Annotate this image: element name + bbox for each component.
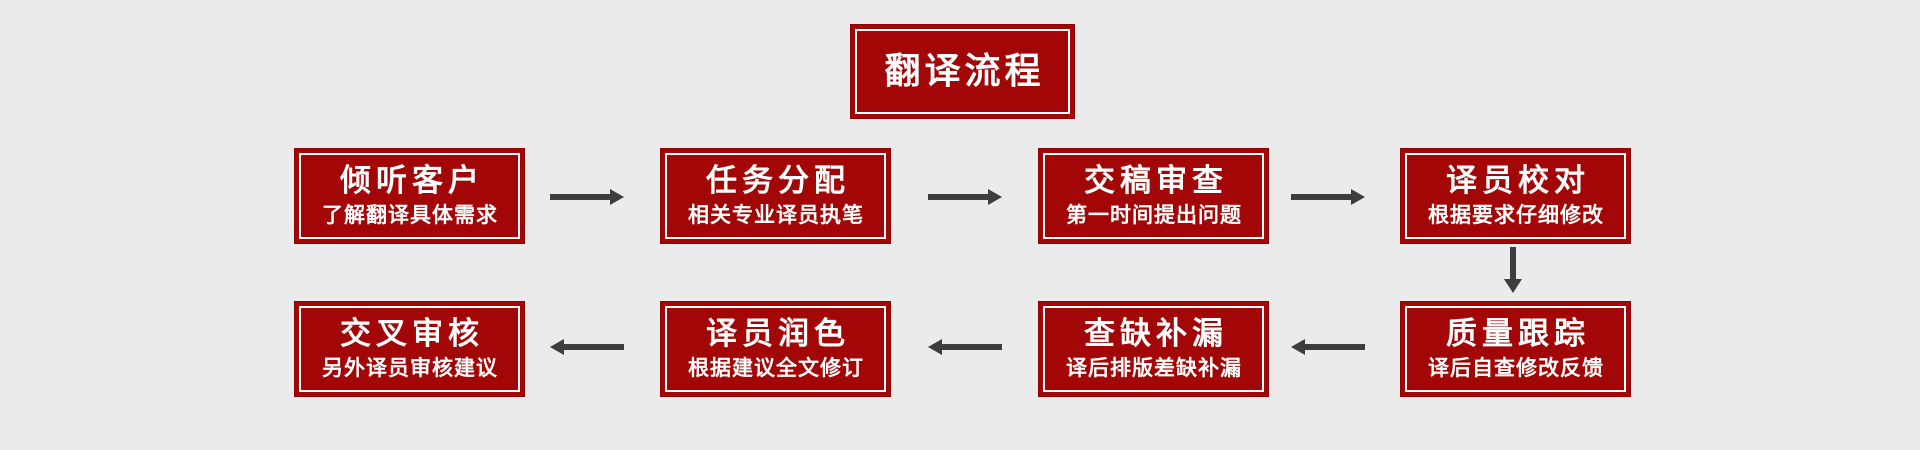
step-translator-polishing: 译员润色 根据建议全文修订 [660, 301, 891, 397]
step-translator-proofreading: 译员校对 根据要求仔细修改 [1400, 148, 1631, 244]
step-quality-tracking: 质量跟踪 译后自查修改反馈 [1400, 301, 1631, 397]
step-title: 交叉审核 [340, 316, 484, 353]
arrow-left-icon [928, 339, 1002, 355]
step-title: 倾听客户 [340, 163, 484, 200]
step-subtitle: 根据建议全文修订 [688, 356, 864, 381]
arrow-head [1351, 189, 1365, 205]
page-title: 翻译流程 [884, 50, 1045, 92]
step-title: 任务分配 [706, 163, 850, 200]
arrow-left-icon [550, 339, 624, 355]
arrow-head [988, 189, 1002, 205]
step-inner-frame: 倾听客户 了解翻译具体需求 [299, 153, 520, 239]
step-listen-customers: 倾听客户 了解翻译具体需求 [294, 148, 525, 244]
arrow-head [1504, 279, 1522, 293]
step-title: 质量跟踪 [1446, 316, 1590, 353]
step-inner-frame: 查缺补漏 译后排版差缺补漏 [1043, 306, 1264, 392]
step-cross-review: 交叉审核 另外译员审核建议 [294, 301, 525, 397]
step-fill-gaps: 查缺补漏 译后排版差缺补漏 [1038, 301, 1269, 397]
step-task-assignment: 任务分配 相关专业译员执笔 [660, 148, 891, 244]
arrow-right-icon [550, 189, 624, 205]
arrow-shaft [550, 194, 610, 200]
step-title: 查缺补漏 [1084, 316, 1228, 353]
arrow-shaft [928, 194, 988, 200]
arrow-shaft [1510, 247, 1516, 279]
step-title: 译员校对 [1446, 163, 1590, 200]
arrow-down-icon [1504, 247, 1522, 293]
step-subtitle: 译后自查修改反馈 [1428, 356, 1604, 381]
arrow-shaft [564, 344, 624, 350]
arrow-right-icon [1291, 189, 1365, 205]
arrow-head [610, 189, 624, 205]
step-draft-review: 交稿审查 第一时间提出问题 [1038, 148, 1269, 244]
step-inner-frame: 译员润色 根据建议全文修订 [665, 306, 886, 392]
step-inner-frame: 译员校对 根据要求仔细修改 [1405, 153, 1626, 239]
step-title: 交稿审查 [1084, 163, 1228, 200]
step-inner-frame: 交稿审查 第一时间提出问题 [1043, 153, 1264, 239]
step-subtitle: 第一时间提出问题 [1066, 203, 1242, 228]
step-subtitle: 了解翻译具体需求 [322, 203, 498, 228]
arrow-left-icon [1291, 339, 1365, 355]
arrow-shaft [1291, 194, 1351, 200]
step-subtitle: 相关专业译员执笔 [688, 203, 864, 228]
step-subtitle: 根据要求仔细修改 [1428, 203, 1604, 228]
step-inner-frame: 交叉审核 另外译员审核建议 [299, 306, 520, 392]
arrow-shaft [942, 344, 1002, 350]
diagram-title-box: 翻译流程 [850, 24, 1075, 119]
arrow-head [1291, 339, 1305, 355]
arrow-right-icon [928, 189, 1002, 205]
step-inner-frame: 质量跟踪 译后自查修改反馈 [1405, 306, 1626, 392]
arrow-head [928, 339, 942, 355]
arrow-shaft [1305, 344, 1365, 350]
step-inner-frame: 任务分配 相关专业译员执笔 [665, 153, 886, 239]
arrow-head [550, 339, 564, 355]
step-title: 译员润色 [706, 316, 850, 353]
step-subtitle: 另外译员审核建议 [322, 356, 498, 381]
step-subtitle: 译后排版差缺补漏 [1066, 356, 1242, 381]
title-inner-frame: 翻译流程 [855, 29, 1070, 114]
